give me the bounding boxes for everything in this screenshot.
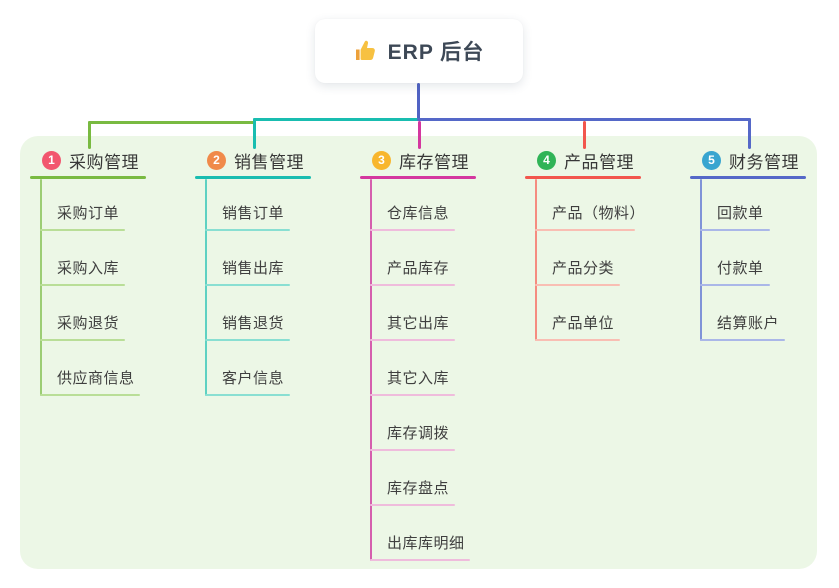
child-node[interactable]: 结算账户: [717, 315, 780, 332]
connector-drop-branch-5: [748, 118, 751, 149]
child-node[interactable]: 库存盘点: [387, 480, 450, 497]
branch-title: 采购管理: [69, 152, 139, 172]
root-connector-line: [417, 83, 420, 121]
child-node[interactable]: 销售订单: [222, 205, 285, 222]
child-node[interactable]: 产品分类: [552, 260, 615, 277]
branches-panel: [20, 136, 817, 569]
connector-horizontal-green: [88, 121, 256, 124]
child-underline: [370, 229, 455, 231]
child-node[interactable]: 销售退货: [222, 315, 285, 332]
branch-node-1[interactable]: 1 采购管理: [42, 148, 139, 172]
branch-child-spine: [535, 179, 537, 341]
child-underline: [370, 394, 455, 396]
connector-drop-branch-1: [88, 121, 91, 149]
child-underline: [205, 284, 290, 286]
child-node[interactable]: 付款单: [717, 260, 764, 277]
branch-number-badge: 3: [372, 150, 391, 170]
child-node[interactable]: 库存调拨: [387, 425, 450, 442]
branch-child-spine: [370, 179, 372, 561]
branch-number-badge: 2: [207, 150, 226, 170]
child-node[interactable]: 采购订单: [57, 205, 120, 222]
child-node[interactable]: 产品单位: [552, 315, 615, 332]
child-underline: [40, 229, 125, 231]
branch-child-spine: [700, 179, 702, 341]
child-underline: [700, 339, 785, 341]
branch-underline: [195, 176, 311, 179]
child-node[interactable]: 仓库信息: [387, 205, 450, 222]
branch-node-5[interactable]: 5 财务管理: [702, 148, 799, 172]
branch-node-4[interactable]: 4 产品管理: [537, 148, 634, 172]
branch-title: 销售管理: [234, 152, 304, 172]
branch-title: 库存管理: [399, 152, 469, 172]
child-underline: [535, 339, 620, 341]
child-underline: [205, 339, 290, 341]
branch-node-2[interactable]: 2 销售管理: [207, 148, 304, 172]
child-underline: [535, 284, 620, 286]
child-underline: [40, 394, 140, 396]
branch-number-badge: 5: [702, 150, 721, 170]
branch-title: 财务管理: [729, 152, 799, 172]
root-node[interactable]: ERP 后台: [315, 19, 523, 83]
child-node[interactable]: 采购退货: [57, 315, 120, 332]
branch-underline: [690, 176, 806, 179]
child-underline: [205, 229, 290, 231]
child-underline: [535, 229, 635, 231]
connector-drop-branch-2: [253, 118, 256, 149]
child-node[interactable]: 销售出库: [222, 260, 285, 277]
child-node[interactable]: 出库库明细: [387, 535, 465, 552]
child-node[interactable]: 产品（物料）: [552, 205, 646, 222]
branch-title: 产品管理: [564, 152, 634, 172]
child-node[interactable]: 客户信息: [222, 370, 285, 387]
child-underline: [40, 339, 125, 341]
connector-horizontal-blue: [417, 118, 751, 121]
child-underline: [370, 339, 455, 341]
child-node[interactable]: 产品库存: [387, 260, 450, 277]
child-underline: [700, 284, 770, 286]
child-node[interactable]: 供应商信息: [57, 370, 135, 387]
child-node[interactable]: 采购入库: [57, 260, 120, 277]
connector-drop-branch-3: [418, 121, 421, 149]
child-underline: [700, 229, 770, 231]
child-underline: [370, 504, 455, 506]
child-node[interactable]: 其它出库: [387, 315, 450, 332]
child-underline: [205, 394, 290, 396]
connector-drop-branch-4: [583, 121, 586, 149]
child-underline: [370, 559, 470, 561]
branch-number-badge: 4: [537, 150, 556, 170]
child-underline: [370, 284, 455, 286]
branch-underline: [525, 176, 641, 179]
child-node[interactable]: 回款单: [717, 205, 764, 222]
branch-underline: [30, 176, 146, 179]
branch-underline: [360, 176, 476, 179]
branch-child-spine: [40, 179, 42, 396]
branch-number-badge: 1: [42, 150, 61, 170]
child-underline: [370, 449, 455, 451]
root-title: ERP 后台: [387, 41, 485, 64]
child-underline: [40, 284, 125, 286]
connector-horizontal-teal: [253, 118, 420, 121]
branch-child-spine: [205, 179, 207, 396]
child-node[interactable]: 其它入库: [387, 370, 450, 387]
branch-node-3[interactable]: 3 库存管理: [372, 148, 469, 172]
thumbs-up-icon: [354, 39, 378, 63]
